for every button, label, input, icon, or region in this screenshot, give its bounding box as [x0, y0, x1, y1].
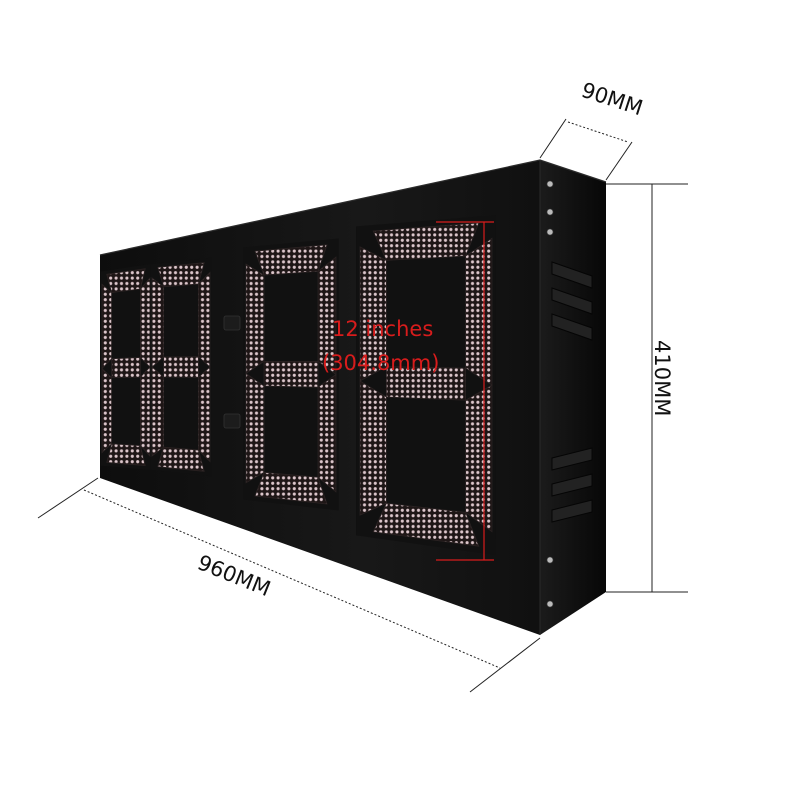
- height-label: 410MM: [650, 340, 674, 416]
- colon-separator: [223, 315, 241, 429]
- led-digit-group: [100, 215, 496, 556]
- led-segment-c: [197, 366, 211, 463]
- led-segment-g: [263, 360, 319, 388]
- screw-icon: [546, 556, 554, 564]
- led-segment-c: [465, 384, 493, 533]
- screw-icon: [546, 208, 554, 216]
- led-segment-e: [101, 367, 112, 454]
- screw-icon: [546, 180, 554, 188]
- led-segment-b: [197, 271, 211, 368]
- depth-label: 90MM: [578, 78, 645, 120]
- side-screws: [546, 180, 554, 608]
- depth-dimension: [539, 118, 633, 181]
- led-segment-f: [245, 263, 265, 375]
- led-segment-f: [151, 277, 165, 368]
- screw-icon: [546, 600, 554, 608]
- led-segment-d: [157, 446, 205, 472]
- screw-icon: [546, 228, 554, 236]
- side-vents: [551, 261, 593, 523]
- led-segment-c: [317, 373, 337, 493]
- led-segment-g: [111, 357, 141, 379]
- led-segment-c: [139, 365, 151, 458]
- led-segment-d: [106, 443, 146, 467]
- led-segment-b: [465, 237, 493, 386]
- width-dimension: [37, 477, 541, 693]
- colon-dot: [223, 413, 241, 429]
- led-segment-d: [372, 502, 480, 547]
- width-label: 960MM: [194, 550, 274, 601]
- led-digit: [356, 215, 496, 556]
- colon-dot: [223, 315, 241, 331]
- led-digit: [150, 257, 212, 477]
- digit-height-label-mm: (304.8mm): [322, 351, 439, 375]
- led-segment-e: [359, 380, 387, 516]
- led-digit: [100, 263, 152, 471]
- led-segment-g: [163, 356, 199, 378]
- led-segment-b: [139, 276, 151, 368]
- led-segment-e: [245, 372, 265, 484]
- digit-height-marker: [436, 221, 494, 561]
- digit-height-label-inches: 12 inches: [332, 317, 433, 341]
- led-segment-f: [101, 283, 112, 370]
- led-segment-d: [254, 471, 328, 505]
- led-digit: [243, 238, 339, 511]
- led-segment-b: [317, 256, 337, 376]
- led-segment-e: [151, 366, 165, 457]
- height-dimension: [606, 183, 688, 593]
- led-segment-f: [359, 246, 387, 382]
